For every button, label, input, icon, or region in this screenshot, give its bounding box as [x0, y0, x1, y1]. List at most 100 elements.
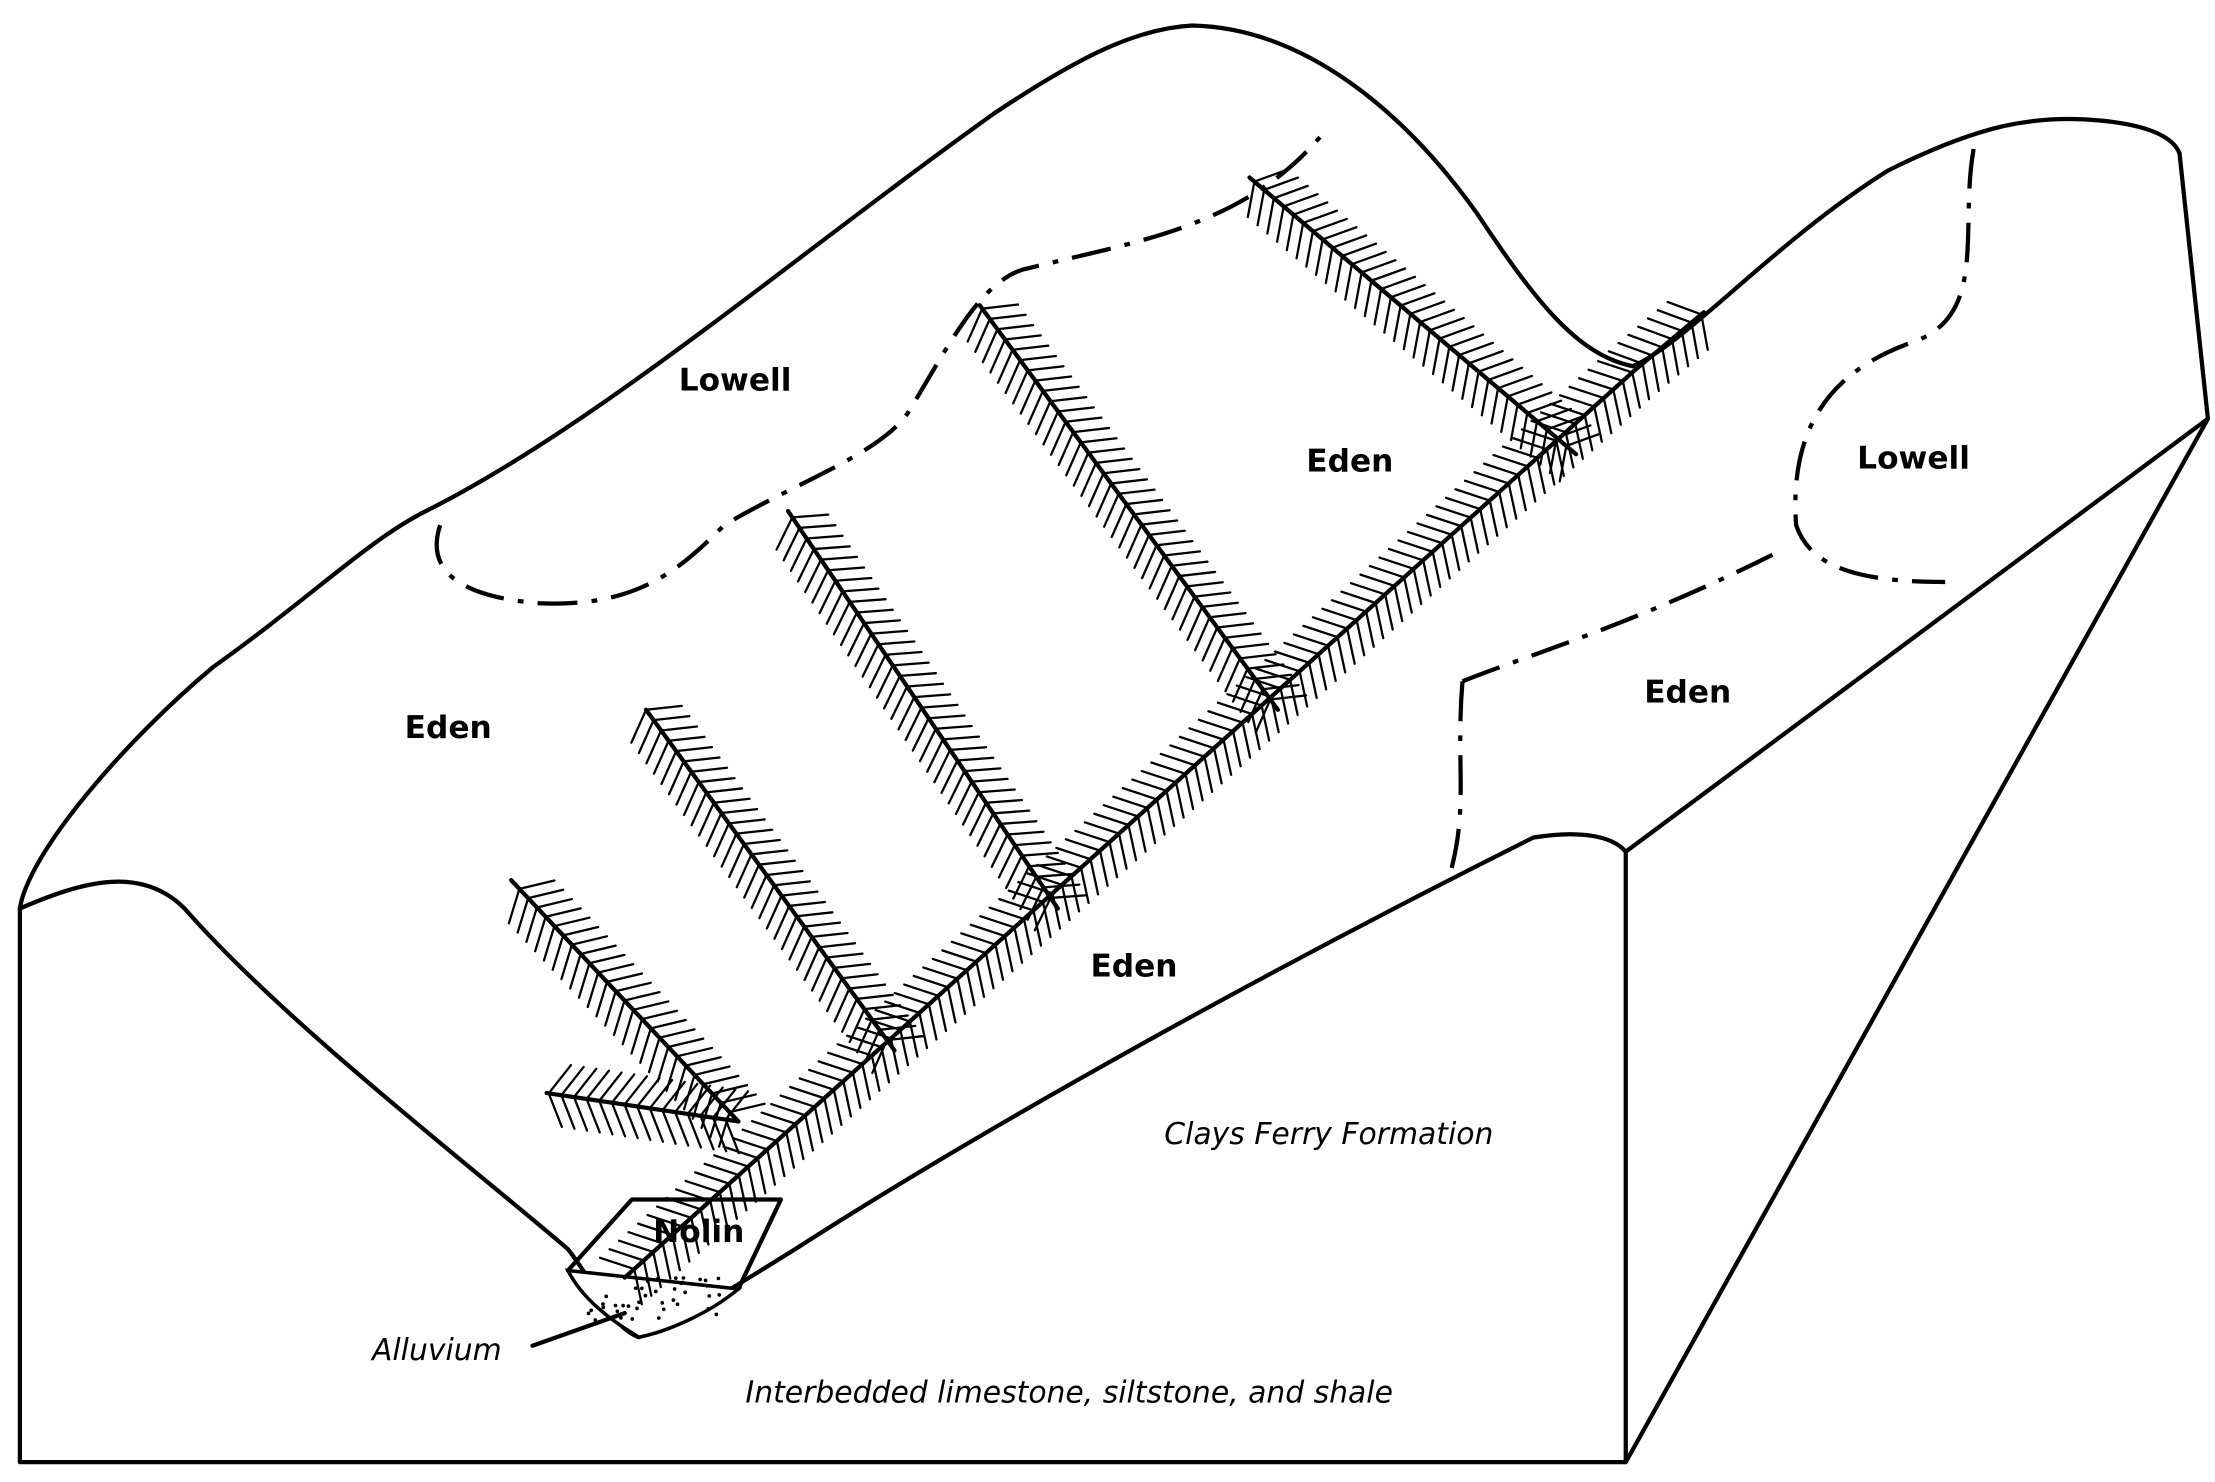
label-eden-left: Eden: [405, 710, 492, 746]
hatch-mark: [691, 768, 727, 772]
hatch-mark: [1224, 740, 1232, 775]
hatch-mark: [650, 1080, 672, 1108]
hatch-mark: [649, 1038, 659, 1072]
hatch-mark: [1020, 877, 1036, 909]
hatch-mark: [1433, 339, 1440, 374]
hatch-mark: [596, 982, 606, 1016]
stipple-dot: [634, 1286, 638, 1290]
hatch-mark: [640, 1028, 650, 1062]
hatch-mark: [1410, 302, 1444, 314]
hatch-mark: [632, 1019, 642, 1053]
hatch-mark: [729, 819, 765, 823]
hatch-mark: [835, 989, 850, 1022]
hatch-mark: [625, 1076, 647, 1104]
hatch-mark: [979, 789, 1015, 792]
hatch-mark: [834, 1090, 842, 1125]
label-alluvium: Alluvium: [370, 1333, 502, 1368]
hatch-mark: [1423, 560, 1431, 595]
hatch-mark: [1395, 586, 1403, 621]
hatch-mark: [815, 1107, 823, 1142]
hatch-mark: [1313, 617, 1347, 628]
label-bedrock: Interbedded limestone, siltstone, and sh…: [745, 1376, 1392, 1411]
stipple-dot: [717, 1293, 721, 1297]
hatch-mark: [537, 899, 572, 907]
hatch-mark: [509, 889, 519, 923]
hatch-mark: [662, 1110, 675, 1144]
hatch-mark: [695, 1172, 729, 1183]
hatch-mark: [1277, 206, 1284, 241]
hatch-mark: [942, 950, 976, 961]
hatch-mark: [1465, 481, 1499, 492]
hatch-mark: [1585, 415, 1593, 450]
hatch-mark: [1119, 834, 1127, 869]
hatch-mark: [1006, 360, 1021, 393]
hatch-mark: [1452, 535, 1460, 570]
hatch-mark: [983, 329, 998, 362]
hatch-mark: [1284, 643, 1318, 654]
hatch-mark: [686, 1181, 720, 1192]
hatch-mark: [588, 973, 598, 1007]
hatch-mark: [814, 546, 850, 549]
hatch-mark: [913, 718, 929, 750]
hatch-mark: [1210, 638, 1225, 671]
hatch-mark: [563, 927, 598, 935]
hatch-mark: [1104, 494, 1119, 527]
hatch-mark: [633, 1001, 668, 1009]
hatch-mark: [1081, 438, 1117, 442]
hatch-mark: [782, 916, 797, 949]
hatch-mark: [871, 631, 907, 634]
hatch-mark: [1043, 387, 1079, 391]
hatch-mark: [614, 1000, 624, 1034]
hatch-mark: [827, 978, 842, 1011]
hatch-mark: [781, 1096, 815, 1107]
hatch-mark: [668, 1039, 703, 1047]
stipple-dot: [630, 1317, 634, 1321]
hatch-mark: [646, 706, 682, 710]
stipple-dot: [706, 1307, 710, 1311]
alluvium-deposit: [568, 1270, 738, 1337]
hatch-mark: [714, 823, 729, 856]
hatch-mark: [1303, 626, 1337, 637]
hatch-mark: [1021, 381, 1036, 414]
hatch-mark: [990, 339, 1005, 372]
hatch-mark: [1000, 821, 1036, 824]
hatch-mark: [1111, 479, 1147, 483]
hatch-mark: [1090, 859, 1098, 894]
hatch-mark: [1179, 572, 1215, 576]
hatch-mark: [767, 871, 803, 875]
hatch-mark: [800, 1078, 834, 1089]
hatch-mark: [1074, 453, 1089, 486]
hatch-mark: [1604, 398, 1612, 433]
hatch-mark: [654, 741, 669, 774]
hatch-mark: [1033, 910, 1041, 945]
hatch-mark: [886, 652, 922, 655]
hatch-mark: [692, 792, 707, 825]
hatch-mark: [997, 325, 1033, 329]
hatch-mark: [1248, 665, 1284, 669]
hatch-mark: [1511, 405, 1518, 440]
hatch-mark: [1338, 637, 1346, 672]
hatch-mark: [857, 1019, 872, 1052]
hatch-mark: [703, 1076, 738, 1084]
hatch-mark: [751, 850, 787, 854]
hatch-mark: [857, 995, 893, 999]
hatch-mark: [863, 644, 879, 676]
hatch-mark: [724, 1147, 758, 1158]
hatch-mark: [774, 881, 810, 885]
hatch-mark: [1014, 927, 1022, 962]
hatch-mark: [1449, 335, 1483, 347]
hatch-mark: [1440, 326, 1474, 338]
hatch-mark: [1316, 239, 1323, 274]
stipple-dot: [601, 1306, 605, 1310]
hatch-mark: [850, 1009, 865, 1042]
hatch-mark: [980, 916, 1014, 927]
hatch-mark: [1210, 613, 1246, 617]
hatch-mark: [610, 1249, 644, 1260]
hatch-mark: [1313, 219, 1347, 231]
hatch-mark: [828, 1053, 862, 1064]
hatch-mark: [1008, 832, 1044, 835]
hatch-mark: [546, 908, 581, 916]
hatch-mark: [1294, 634, 1328, 645]
hatch-mark: [1638, 327, 1672, 339]
hatch-mark: [1513, 438, 1547, 449]
